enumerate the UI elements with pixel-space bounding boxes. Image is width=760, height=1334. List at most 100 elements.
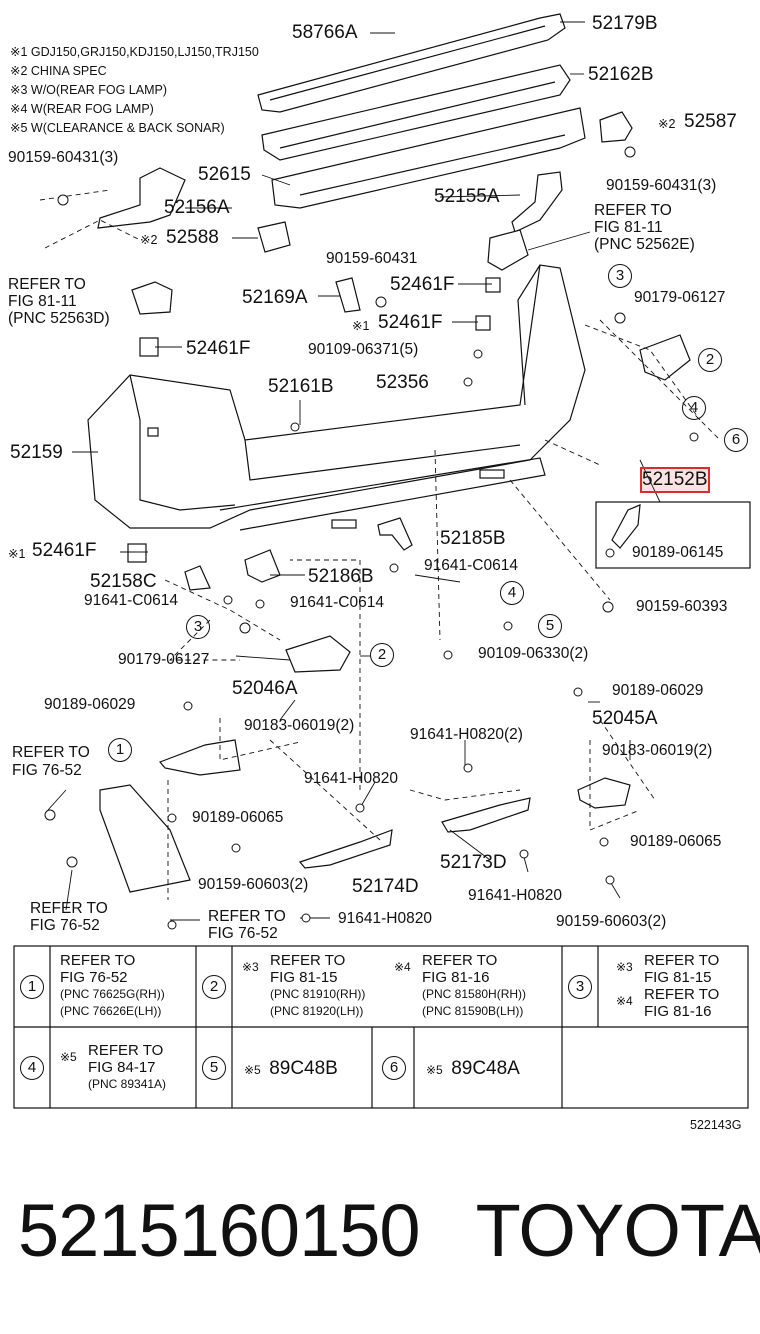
spec-mark: ※2: [658, 117, 676, 131]
part-label[interactable]: 52461F: [186, 338, 251, 359]
part-label[interactable]: 52158C: [90, 571, 157, 592]
refer-text: REFER TO: [270, 952, 346, 969]
refer-fig[interactable]: FIG 81-15: [270, 969, 338, 986]
refer-text: REFER TO: [208, 908, 286, 925]
part-label[interactable]: 52161B: [268, 376, 334, 397]
part-label[interactable]: 90179-06127: [634, 289, 726, 306]
part-label[interactable]: 89C48A: [451, 1058, 520, 1079]
spec-mark: ※2: [140, 233, 158, 247]
callout-3[interactable]: 3: [186, 615, 210, 639]
part-label[interactable]: 90159-60431(3): [8, 149, 119, 166]
part-label[interactable]: 52461F: [378, 312, 443, 333]
part-label[interactable]: 90109-06371(5): [308, 341, 419, 358]
part-label[interactable]: 90189-06145: [632, 544, 724, 561]
table-cell-5: ※5 REFER TO FIG 84-17 (PNC 89341A): [60, 1042, 166, 1093]
refer-text: (PNC 52563D): [8, 310, 110, 327]
refer-text: REFER TO: [422, 952, 498, 969]
part-label[interactable]: 52155A: [434, 186, 500, 207]
part-label[interactable]: 52461F: [390, 274, 455, 295]
refer-fig[interactable]: FIG 81-16: [422, 969, 490, 986]
part-label[interactable]: 91641-H0820: [468, 887, 562, 904]
part-label[interactable]: 52159: [10, 442, 63, 463]
legend-note-3: ※3 W/O(REAR FOG LAMP): [10, 83, 168, 97]
part-label[interactable]: 90159-60393: [636, 598, 728, 615]
part-label[interactable]: 52174D: [352, 876, 419, 897]
table-cell-4: ※3 ※4 REFER TO FIG 81-15 REFER TO FIG 81…: [616, 952, 719, 1020]
table-cell-6: ※5 89C48B: [244, 1058, 338, 1080]
part-label[interactable]: 90189-06029: [44, 696, 136, 713]
part-label[interactable]: 52615: [198, 164, 251, 185]
callout-1[interactable]: 1: [108, 738, 132, 762]
part-label[interactable]: 91641-C0614: [84, 592, 178, 609]
legend-note-1: ※1 GDJ150,GRJ150,KDJ150,LJ150,TRJ150: [10, 45, 259, 59]
refer-text: REFER TO: [30, 900, 108, 917]
refer-text[interactable]: FIG 81-11: [8, 293, 77, 310]
part-label[interactable]: 90159-60431: [326, 250, 418, 267]
callout-4[interactable]: 4: [500, 581, 524, 605]
part-label[interactable]: 52046A: [232, 678, 298, 699]
callout-5[interactable]: 5: [538, 614, 562, 638]
part-label[interactable]: 58766A: [292, 22, 358, 43]
refer-text[interactable]: FIG 76-52: [208, 925, 278, 942]
part-label[interactable]: 52461F: [32, 540, 97, 561]
part-label[interactable]: 52186B: [308, 566, 374, 587]
refer-fig[interactable]: FIG 81-15: [644, 969, 712, 986]
part-label[interactable]: 52179B: [592, 13, 658, 34]
callout-3[interactable]: 3: [608, 264, 632, 288]
callout-2[interactable]: 2: [698, 348, 722, 372]
part-label[interactable]: 52588: [166, 227, 219, 248]
refer-fig[interactable]: FIG 76-52: [60, 969, 128, 986]
callout-4[interactable]: 4: [682, 396, 706, 420]
table-cell-2: ※3 REFER TO FIG 81-15 (PNC 81910(RH)) (P…: [242, 952, 365, 1020]
table-cell-7: ※5 89C48A: [426, 1058, 520, 1080]
spec-mark: ※5: [426, 1063, 443, 1077]
refer-text[interactable]: FIG 76-52: [30, 917, 100, 934]
part-label[interactable]: 52156A: [164, 197, 230, 218]
part-label[interactable]: 91641-C0614: [424, 557, 518, 574]
part-label[interactable]: 90159-60603(2): [556, 913, 667, 930]
part-label[interactable]: 52173D: [440, 852, 507, 873]
part-label[interactable]: 90189-06029: [612, 682, 704, 699]
part-label[interactable]: 91641-H0820(2): [410, 726, 523, 743]
part-label[interactable]: 89C48B: [269, 1058, 338, 1079]
spec-mark: ※1: [352, 319, 370, 333]
part-label[interactable]: 90179-06127: [118, 651, 210, 668]
diagram-id: 522143G: [690, 1118, 742, 1132]
part-label[interactable]: 91641-H0820: [304, 770, 398, 787]
pnc-text: (PNC 81590B(LH)): [422, 1004, 524, 1018]
callout-2[interactable]: 2: [370, 643, 394, 667]
part-label[interactable]: 91641-C0614: [290, 594, 384, 611]
part-label[interactable]: 90183-06019(2): [244, 717, 355, 734]
table-callout-3: 3: [568, 975, 592, 999]
part-label[interactable]: 90109-06330(2): [478, 645, 589, 662]
part-label[interactable]: 91641-H0820: [338, 910, 432, 927]
part-label[interactable]: 90183-06019(2): [602, 742, 713, 759]
callout-6[interactable]: 6: [724, 428, 748, 452]
part-label[interactable]: 90159-60603(2): [198, 876, 309, 893]
part-label[interactable]: 52169A: [242, 287, 308, 308]
table-cell-3: ※4 REFER TO FIG 81-16 (PNC 81580H(RH)) (…: [394, 952, 526, 1020]
part-label[interactable]: 90189-06065: [192, 809, 284, 826]
refer-fig[interactable]: FIG 84-17: [88, 1059, 156, 1076]
spec-mark: ※3: [242, 960, 259, 974]
part-label[interactable]: 52587: [684, 111, 737, 132]
part-label-highlighted[interactable]: 52152B: [640, 467, 710, 493]
pnc-text: (PNC 89341A): [88, 1077, 167, 1091]
spec-mark: ※4: [616, 994, 633, 1008]
part-label[interactable]: 52162B: [588, 64, 654, 85]
refer-text[interactable]: FIG 76-52: [12, 762, 82, 779]
part-label[interactable]: 90189-06065: [630, 833, 722, 850]
part-label[interactable]: 52185B: [440, 528, 506, 549]
part-label[interactable]: 90159-60431(3): [606, 177, 717, 194]
part-label[interactable]: 52045A: [592, 708, 658, 729]
refer-text: REFER TO: [12, 744, 90, 761]
spec-mark: ※5: [244, 1063, 261, 1077]
refer-fig[interactable]: FIG 81-16: [644, 1003, 712, 1020]
refer-text[interactable]: FIG 81-11: [594, 219, 663, 236]
footer-brand: TOYOTA: [475, 1189, 760, 1272]
refer-text: REFER TO: [60, 952, 136, 969]
refer-text: REFER TO: [594, 202, 672, 219]
part-label[interactable]: 52356: [376, 372, 429, 393]
